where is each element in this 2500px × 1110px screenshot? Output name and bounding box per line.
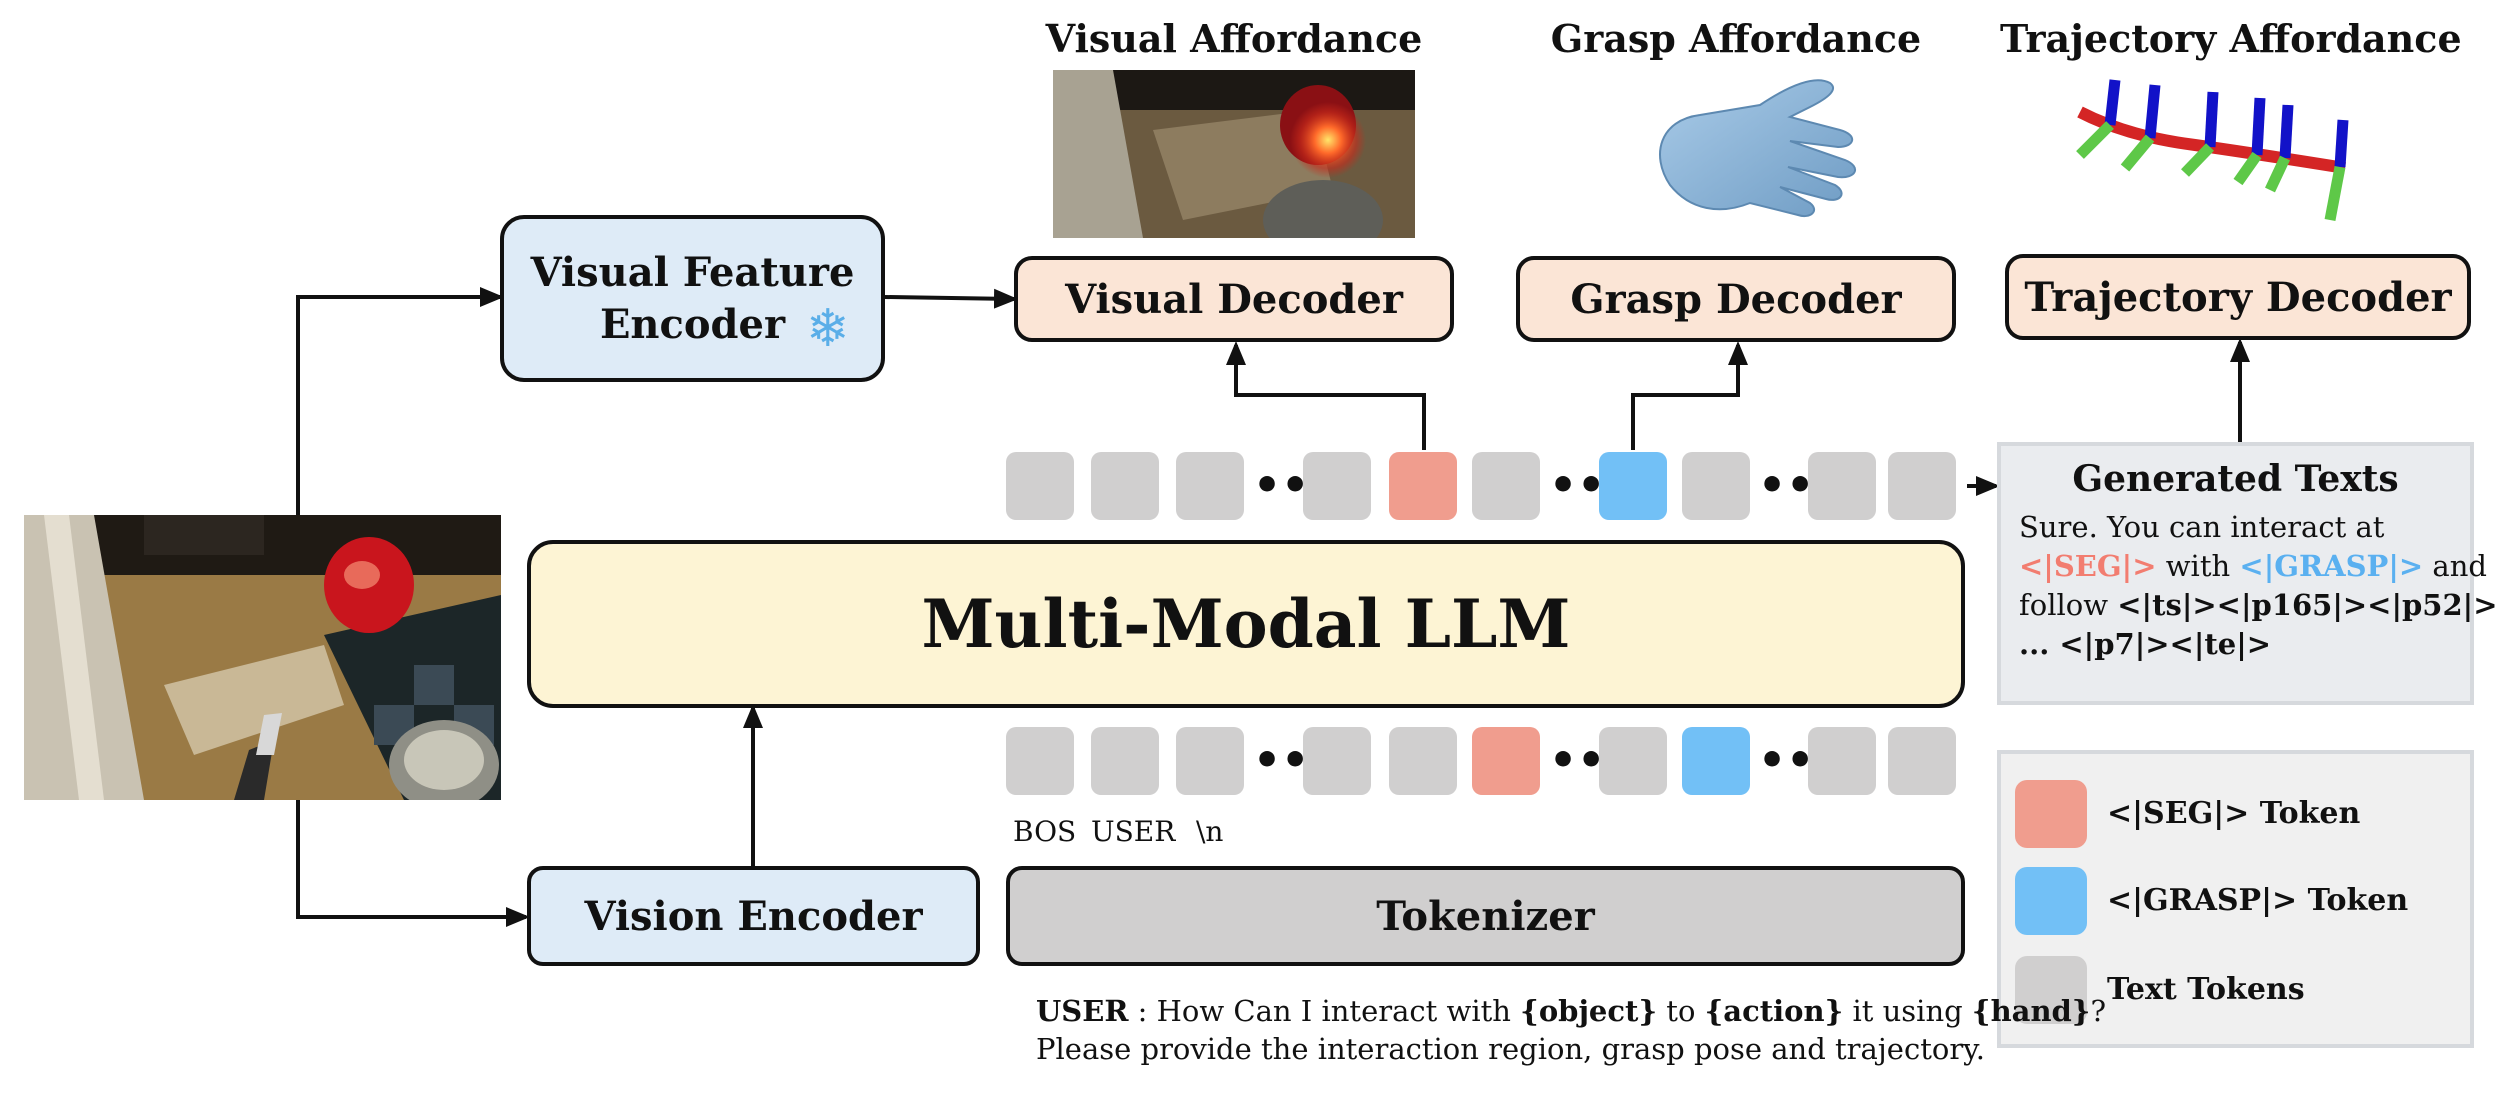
prompt-text-3: it using xyxy=(1843,994,1972,1028)
arrow-image-to-vision-encoder xyxy=(296,800,530,927)
output-token xyxy=(1888,452,1956,520)
generated-line-4: ... <|p7|><|te|> xyxy=(2019,627,2272,661)
input-token xyxy=(1006,727,1074,795)
arrow-grasp-token-to-grasp-decoder xyxy=(1631,341,1748,450)
user-prompt-line-1: USER : How Can I interact with {object} … xyxy=(1036,992,2106,1030)
input-kitchen-image xyxy=(24,515,501,800)
prompt-text-2: to xyxy=(1657,994,1705,1028)
token-legend: <|SEG|> Token <|GRASP|> Token Text Token… xyxy=(1997,750,2474,1048)
token-label-newline: \n xyxy=(1196,815,1224,848)
multimodal-llm-box: Multi-Modal LLM xyxy=(527,540,1965,708)
generated-follow: follow xyxy=(2019,588,2118,622)
multimodal-llm-label: Multi-Modal LLM xyxy=(921,585,1571,663)
trajectory-tokens-text: <|ts|><|p165|><|p52|> xyxy=(2117,588,2498,622)
arrow-image-to-visual-feature-encoder xyxy=(296,287,504,515)
input-token xyxy=(1303,727,1371,795)
output-grasp-token xyxy=(1599,452,1667,520)
kitchen-scene-illustration xyxy=(24,515,501,800)
grasp-token-text: <|GRASP|> xyxy=(2239,549,2424,583)
generated-line-3: follow <|ts|><|p165|><|p52|> xyxy=(2019,586,2498,625)
arrows xyxy=(296,287,2250,927)
generated-with: with xyxy=(2156,549,2240,583)
grasp-affordance-heading: Grasp Affordance xyxy=(1550,16,1922,61)
prompt-text-4: ? xyxy=(2090,994,2107,1028)
visual-affordance-heading: Visual Affordance xyxy=(1045,16,1423,61)
generated-line-1: Sure. You can interact at xyxy=(2019,510,2385,544)
hand-mesh-icon xyxy=(1659,79,1856,217)
trajectory-decoder-box: Trajectory Decoder xyxy=(2005,254,2471,340)
trajectory-decoder-label: Trajectory Decoder xyxy=(2024,273,2452,321)
visual-affordance-image xyxy=(1053,70,1415,238)
grasp-decoder-label: Grasp Decoder xyxy=(1570,275,1902,323)
visual-decoder-box: Visual Decoder xyxy=(1014,256,1454,342)
arrow-feature-encoder-to-visual-decoder xyxy=(884,288,1018,309)
output-token xyxy=(1006,452,1074,520)
input-token xyxy=(1176,727,1244,795)
user-prompt: USER : How Can I interact with {object} … xyxy=(1036,992,2106,1068)
arrow-seg-token-to-visual-decoder xyxy=(1226,341,1426,450)
input-token xyxy=(1091,727,1159,795)
output-token xyxy=(1682,452,1750,520)
vision-encoder-label: Vision Encoder xyxy=(584,892,923,940)
generated-texts-panel: Generated Texts Sure. You can interact a… xyxy=(1997,442,2498,705)
input-token xyxy=(1599,727,1667,795)
legend-seg-label: <|SEG|> Token xyxy=(2107,796,2361,831)
output-token xyxy=(1303,452,1371,520)
tokenizer-box: Tokenizer xyxy=(1006,866,1965,966)
user-prompt-line-2: Please provide the interaction region, g… xyxy=(1036,1032,1985,1066)
trajectory-axes-icon xyxy=(2076,79,2349,222)
token-label-user: USER xyxy=(1091,815,1176,848)
output-token xyxy=(1808,452,1876,520)
input-seg-token xyxy=(1472,727,1540,795)
tokenizer-label: Tokenizer xyxy=(1376,892,1595,940)
generated-texts-body: Sure. You can interact at <|SEG|> with <… xyxy=(2019,508,2498,664)
output-token xyxy=(1091,452,1159,520)
visual-feature-encoder-box: Visual Feature Encoder xyxy=(500,215,885,382)
input-grasp-token xyxy=(1682,727,1750,795)
output-token xyxy=(1472,452,1540,520)
legend-grasp-label: <|GRASP|> Token xyxy=(2107,883,2409,918)
legend-grasp-swatch xyxy=(2015,867,2087,935)
heatmap-illustration xyxy=(1053,70,1415,238)
grasp-decoder-box: Grasp Decoder xyxy=(1516,256,1956,342)
legend-text-swatch xyxy=(2015,956,2087,1024)
output-seg-token xyxy=(1389,452,1457,520)
visual-feature-encoder-label-1: Visual Feature xyxy=(530,248,855,296)
generated-texts-title: Generated Texts xyxy=(2072,458,2399,500)
legend-text-label: Text Tokens xyxy=(2107,972,2305,1007)
trajectory-affordance-heading: Trajectory Affordance xyxy=(2000,16,2462,61)
prompt-object: {object} xyxy=(1520,994,1658,1028)
seg-token-text: <|SEG|> xyxy=(2019,549,2157,583)
legend-seg-swatch xyxy=(2015,780,2087,848)
visual-feature-encoder-label-2: Encoder xyxy=(599,300,786,348)
input-token xyxy=(1888,727,1956,795)
input-token xyxy=(1808,727,1876,795)
token-label-bos: BOS xyxy=(1013,815,1077,848)
prompt-hand: {hand} xyxy=(1971,994,2091,1028)
generated-line-2: <|SEG|> with <|GRASP|> and xyxy=(2019,547,2498,586)
snowflake-icon: ❄ xyxy=(806,299,850,359)
input-token xyxy=(1389,727,1457,795)
prompt-user-label: USER xyxy=(1036,994,1129,1028)
prompt-action: {action} xyxy=(1704,994,1844,1028)
output-token xyxy=(1176,452,1244,520)
visual-decoder-label: Visual Decoder xyxy=(1065,275,1403,323)
vision-encoder-box: Vision Encoder xyxy=(527,866,980,966)
prompt-text-1: : How Can I interact with xyxy=(1128,994,1521,1028)
generated-and: and xyxy=(2423,549,2487,583)
